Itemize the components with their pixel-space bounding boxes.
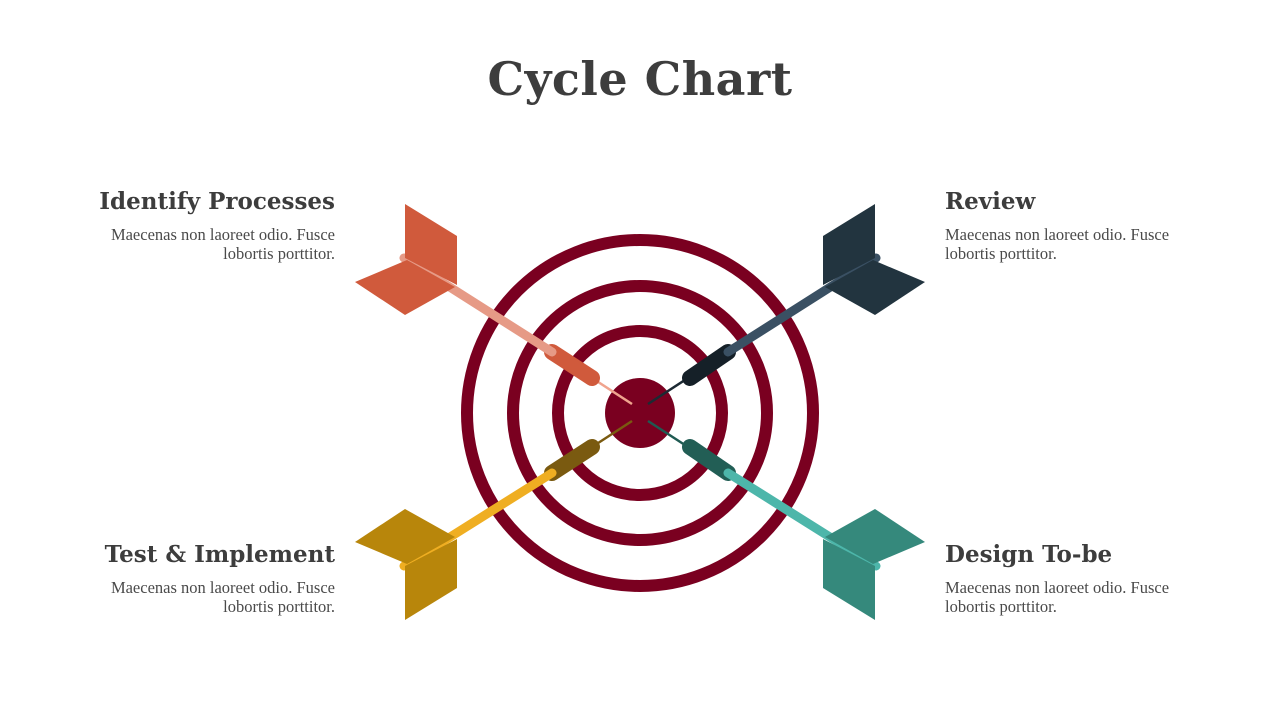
step-description-line-2: lobortis porttitor. — [223, 243, 335, 263]
step-description-line-1: Maecenas non laoreet odio. Fusce — [945, 224, 1170, 244]
dart-identify-icon — [355, 204, 633, 406]
dart-test-icon — [355, 419, 633, 620]
step-description: Maecenas non laoreet odio. Fusce loborti… — [945, 225, 1245, 263]
step-test-implement: Test & Implement Maecenas non laoreet od… — [35, 541, 335, 616]
step-description-line-2: lobortis porttitor. — [945, 243, 1057, 263]
page-title: Cycle Chart — [487, 52, 793, 106]
step-description: Maecenas non laoreet odio. Fusce loborti… — [35, 225, 335, 263]
target-ring-middle — [507, 280, 773, 546]
step-description-line-2: lobortis porttitor. — [223, 596, 335, 616]
target-bullseye — [605, 378, 675, 448]
step-description-line-1: Maecenas non laoreet odio. Fusce — [110, 224, 335, 244]
step-review: Review Maecenas non laoreet odio. Fusce … — [945, 188, 1245, 263]
dart-review-icon — [647, 204, 925, 406]
step-description-line-1: Maecenas non laoreet odio. Fusce — [945, 577, 1170, 597]
step-heading: Test & Implement — [104, 541, 335, 568]
step-description-line-1: Maecenas non laoreet odio. Fusce — [110, 577, 335, 597]
target-ring-inner — [552, 325, 728, 501]
step-heading: Review — [945, 188, 1036, 215]
step-description: Maecenas non laoreet odio. Fusce loborti… — [35, 578, 335, 616]
target-icon — [461, 234, 819, 592]
step-identify-processes: Identify Processes Maecenas non laoreet … — [35, 188, 335, 263]
dart-design-icon — [647, 419, 925, 620]
step-heading: Identify Processes — [99, 188, 335, 215]
step-heading: Design To-be — [945, 541, 1113, 568]
step-description: Maecenas non laoreet odio. Fusce loborti… — [945, 578, 1245, 616]
step-design-to-be: Design To-be Maecenas non laoreet odio. … — [945, 541, 1245, 616]
target-ring-outer — [461, 234, 819, 592]
step-description-line-2: lobortis porttitor. — [945, 596, 1057, 616]
